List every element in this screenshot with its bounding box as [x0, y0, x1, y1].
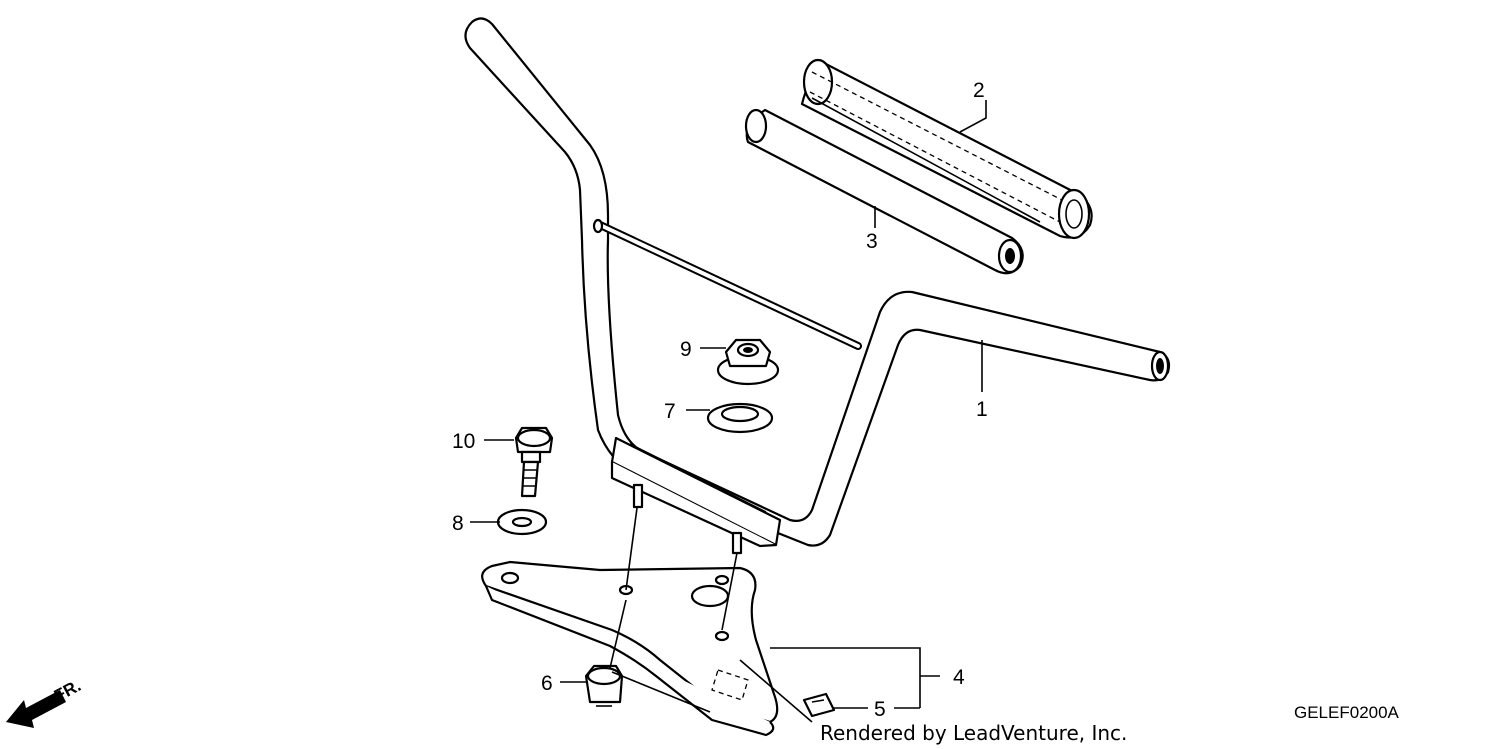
callout-8: 8	[452, 512, 464, 535]
callout-7: 7	[664, 400, 676, 423]
callout-10: 10	[452, 430, 475, 453]
handlebar-holder[interactable]	[610, 436, 782, 555]
front-arrow: FR.	[6, 676, 84, 728]
callout-6: 6	[541, 672, 553, 695]
callout-3: 3	[866, 230, 878, 253]
washer-lower[interactable]	[496, 508, 548, 536]
callout-2: 2	[973, 79, 985, 102]
washer-upper[interactable]	[706, 402, 774, 434]
assembly-lines	[609, 507, 813, 723]
top-bridge-plate[interactable]	[481, 560, 779, 737]
callout-1: 1	[976, 398, 988, 421]
label-plate[interactable]	[802, 692, 836, 718]
grip-lower[interactable]	[744, 108, 1024, 275]
callout-9: 9	[680, 338, 692, 361]
handlebar[interactable]	[464, 17, 1171, 547]
callout-4: 4	[953, 666, 965, 689]
grip-upper[interactable]	[800, 58, 1093, 240]
bolt[interactable]	[514, 426, 554, 498]
leader-lines	[470, 100, 987, 709]
credit-text: Rendered by LeadVenture, Inc.	[820, 721, 1127, 745]
flange-nut[interactable]	[716, 338, 780, 386]
hex-nut[interactable]	[584, 664, 624, 707]
diagram-code: GELEF0200A	[1294, 703, 1400, 722]
callout-5: 5	[874, 698, 886, 721]
